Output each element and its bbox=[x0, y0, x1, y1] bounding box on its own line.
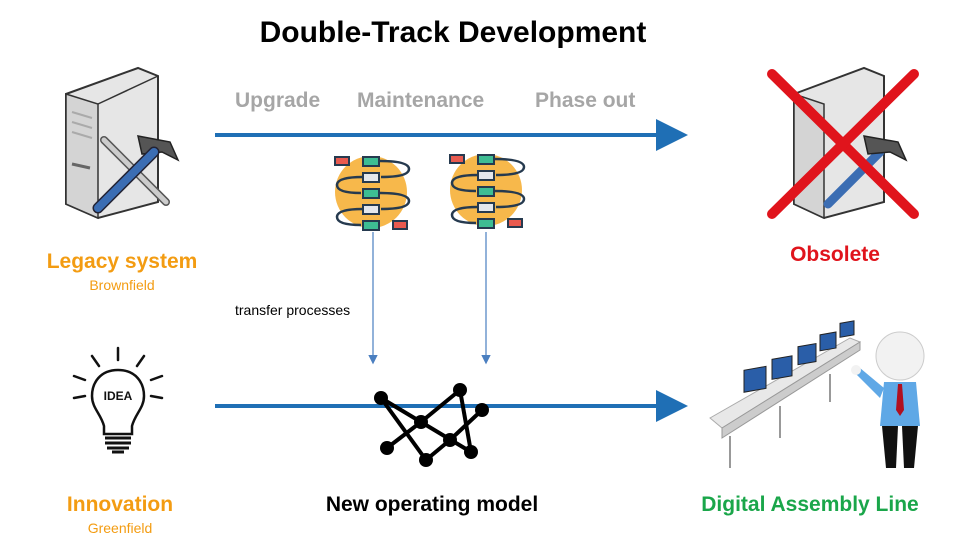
network-graph-icon bbox=[374, 383, 489, 467]
digital-assembly-line-label: Digital Assembly Line bbox=[701, 493, 919, 516]
obsolete-label: Obsolete bbox=[790, 243, 880, 266]
idea-bulb-icon: IDEA bbox=[72, 346, 164, 454]
presenter-figure bbox=[851, 331, 925, 468]
phase-upgrade: Upgrade bbox=[235, 89, 321, 112]
legacy-system-label: Legacy system bbox=[46, 250, 198, 273]
innovation-sublabel: Greenfield bbox=[87, 520, 153, 536]
legacy-server-icon bbox=[65, 66, 180, 220]
transfer-processes-label: transfer processes bbox=[235, 302, 351, 318]
phase-phase-out: Phase out bbox=[535, 89, 636, 112]
red-x-icon bbox=[767, 69, 919, 219]
obsolete-server-icon bbox=[767, 66, 919, 220]
process-flow-icon bbox=[334, 156, 411, 231]
assembly-line-illustration bbox=[709, 320, 925, 468]
innovation-label: Innovation bbox=[66, 493, 174, 516]
legacy-system-sublabel: Brownfield bbox=[89, 277, 155, 293]
diagram-title: Double-Track Development bbox=[259, 16, 647, 49]
idea-text: IDEA bbox=[104, 389, 133, 403]
phase-maintenance: Maintenance bbox=[357, 89, 485, 112]
new-operating-model-label: New operating model bbox=[325, 493, 539, 516]
tools-icon bbox=[92, 135, 180, 214]
process-flow-icon bbox=[449, 154, 526, 229]
